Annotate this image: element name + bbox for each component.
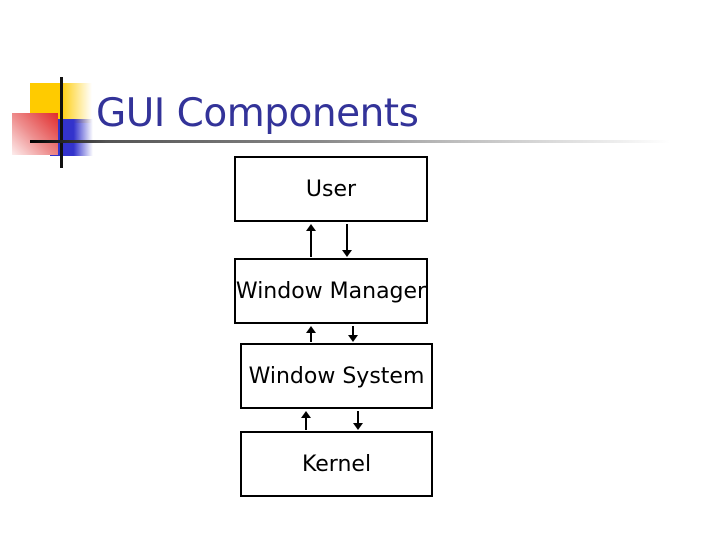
title-underline-rule: [30, 140, 670, 143]
box-label-kernel: Kernel: [301, 451, 372, 477]
box-label-window-manager: Window Manager: [235, 278, 427, 304]
arrow-up-ws-kernel-icon: [301, 411, 311, 430]
box-label-user: User: [305, 176, 357, 202]
decor-vertical-line: [60, 77, 63, 168]
arrow-up-user-wm-icon: [306, 224, 316, 257]
decor-red-square-icon: [12, 113, 58, 155]
page-title: GUI Components: [96, 91, 419, 136]
arrow-up-wm-ws-icon: [306, 326, 316, 342]
diagram-box-window-manager: Window Manager: [234, 258, 428, 324]
box-label-window-system: Window System: [248, 363, 425, 389]
diagram-box-window-system: Window System: [240, 343, 433, 409]
arrow-down-user-wm-icon: [342, 224, 352, 257]
diagram-box-kernel: Kernel: [240, 431, 433, 497]
diagram-box-user: User: [234, 156, 428, 222]
arrow-down-ws-kernel-icon: [353, 411, 363, 430]
arrow-down-wm-ws-icon: [348, 326, 358, 342]
